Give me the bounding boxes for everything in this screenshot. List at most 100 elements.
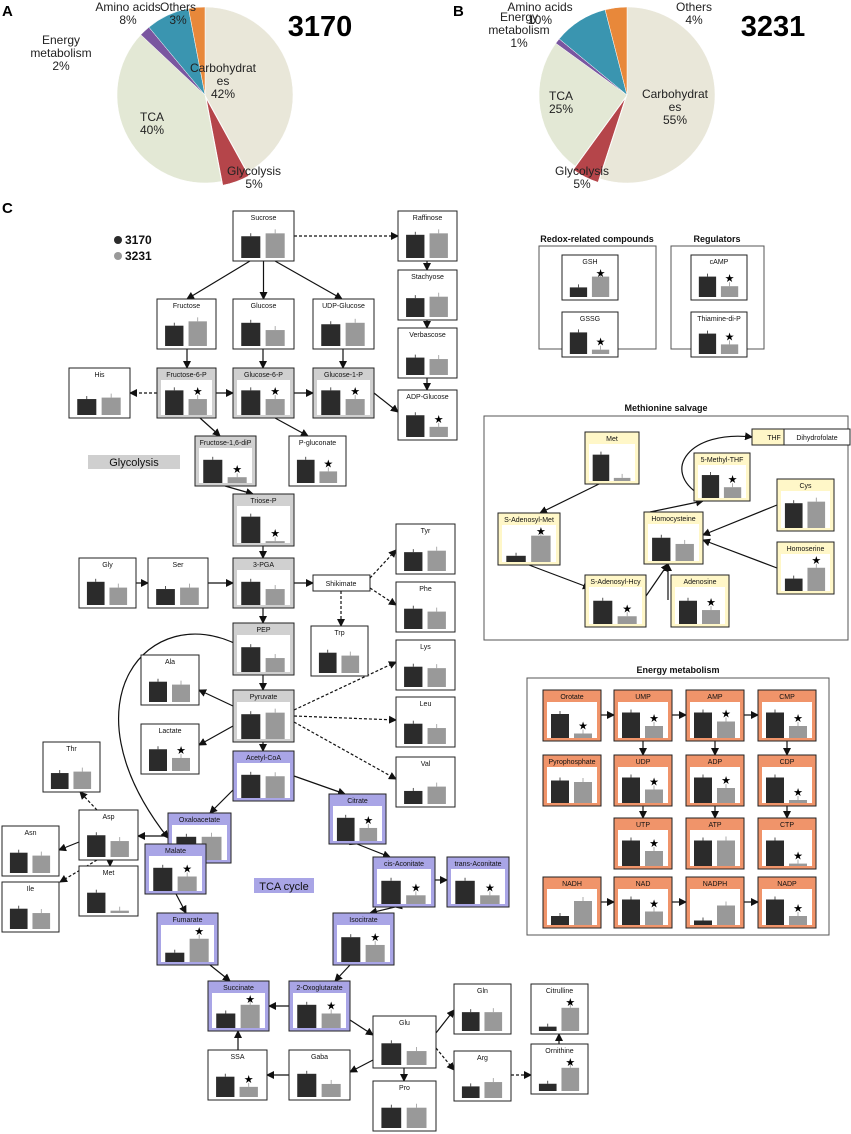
node-label: 2-Oxoglutarate — [296, 985, 342, 992]
node-ump: UMP★ — [613, 689, 673, 742]
bar-3231 — [789, 863, 807, 866]
node-label: Ornithine — [545, 1048, 574, 1055]
pathway-arrow — [645, 563, 669, 597]
node-glu: Glu — [372, 1015, 437, 1069]
node-acetyl-coa: Acetyl-CoA — [232, 750, 295, 802]
pie-label-amino-acids: Amino acids — [95, 0, 160, 14]
bar-3170 — [406, 415, 425, 437]
pathway-arrow — [702, 538, 778, 569]
node-label: Ser — [173, 562, 185, 569]
bar-3170 — [156, 589, 175, 605]
bar-3170 — [86, 581, 105, 605]
pathway-arrow — [349, 1019, 374, 1036]
pathway-arrow — [528, 564, 591, 590]
pie-slice-tca — [116, 34, 222, 184]
panel-label-a: A — [2, 3, 13, 20]
node-label: Lys — [420, 644, 431, 651]
node-pro: Pro — [372, 1080, 437, 1132]
significance-star: ★ — [649, 898, 659, 911]
bar-3170 — [622, 777, 640, 803]
node-succinate: Succinate★ — [207, 980, 270, 1032]
node-thr: Thr — [42, 741, 101, 793]
node-s-adenosyl-hcy: S-Adenosyl-Hcy★ — [584, 574, 647, 628]
pathway-arrow — [192, 410, 221, 437]
node-triose-p: Triose-P★ — [232, 493, 295, 547]
node-homoserine: Homoserine★ — [776, 541, 835, 595]
bar-3170 — [297, 1004, 317, 1028]
node-sucrose: Sucrose — [232, 210, 295, 262]
bar-3170 — [381, 880, 401, 904]
pathway-arrow — [293, 715, 397, 724]
bar-3170 — [321, 390, 341, 415]
bar-3170 — [593, 600, 613, 624]
node-label: UDP — [636, 759, 651, 766]
bar-3231 — [789, 726, 807, 738]
bar-3231 — [406, 1051, 427, 1065]
significance-star: ★ — [326, 1000, 336, 1013]
node-nadh: NADH — [542, 876, 602, 929]
node-label: Verbascose — [409, 332, 446, 339]
bar-3170 — [341, 937, 361, 962]
bar-3170 — [336, 817, 355, 841]
bar-3170 — [784, 503, 803, 528]
bar-3231 — [807, 501, 826, 528]
pathway-arrow — [198, 689, 242, 713]
node-malate: Malate★ — [144, 843, 207, 895]
node-label: AMP — [707, 694, 723, 701]
node-p-gluconate: P-gluconate★ — [288, 435, 347, 487]
node-ala: Ala — [140, 654, 200, 706]
bar-3170 — [551, 916, 569, 925]
node-his: His — [68, 367, 131, 419]
pathway-arrow — [293, 775, 346, 796]
bar-3231 — [201, 836, 222, 860]
node-label: Raffinose — [413, 215, 443, 222]
pie-pct-amino-acids: 8% — [119, 13, 137, 27]
bar-3231 — [645, 726, 663, 738]
pie-pct-amino-acids: 10% — [528, 13, 552, 27]
bar-3170 — [404, 723, 423, 744]
bar-3231 — [574, 733, 592, 738]
significance-star: ★ — [649, 712, 659, 725]
significance-star: ★ — [725, 272, 735, 285]
node-citrulline: Citrulline★ — [530, 983, 589, 1035]
node-label: Pro — [399, 1085, 410, 1092]
node-label: Glu — [399, 1020, 410, 1027]
node-label: Asn — [24, 830, 36, 837]
node-nad: NAD★ — [613, 876, 673, 929]
bar-3231 — [265, 330, 285, 346]
node-pyruvate: Pyruvate — [232, 689, 295, 743]
glycolysis-label: Glycolysis — [88, 455, 180, 469]
node-label: Triose-P — [250, 498, 277, 505]
significance-star: ★ — [793, 712, 803, 725]
bar-3231 — [32, 913, 51, 929]
bar-3231 — [189, 938, 209, 962]
bar-3231 — [359, 827, 378, 841]
node-udp-glucose: UDP-Glucose — [312, 298, 375, 350]
node-cdp: CDP★ — [757, 754, 817, 807]
bar-3231 — [265, 541, 285, 543]
bar-3231 — [717, 905, 735, 925]
node-verbascose: Verbascose — [397, 327, 458, 379]
bar-3231 — [321, 1013, 341, 1028]
pathway-arrow — [369, 901, 403, 916]
bar-3170 — [87, 892, 106, 913]
bar-3170 — [381, 1043, 402, 1065]
pie-label-glycolysis: Glycolysis — [227, 164, 281, 178]
bar-3170 — [569, 287, 588, 297]
node-adp: ADP★ — [685, 754, 745, 807]
bar-3231 — [265, 776, 285, 798]
node-label: GSSG — [580, 316, 600, 323]
pie-slice-glycolysis — [206, 98, 250, 186]
node-label: ADP — [708, 759, 723, 766]
bar-3231 — [717, 788, 735, 803]
pathway-arrow — [369, 587, 397, 606]
significance-star: ★ — [434, 413, 444, 426]
bar-3231 — [365, 944, 385, 962]
node-cmp: CMP★ — [757, 689, 817, 742]
significance-star: ★ — [182, 863, 192, 876]
bar-3231 — [429, 233, 448, 258]
bar-3231 — [265, 399, 285, 415]
bar-3170 — [622, 840, 640, 866]
node-label: Arg — [477, 1055, 488, 1062]
